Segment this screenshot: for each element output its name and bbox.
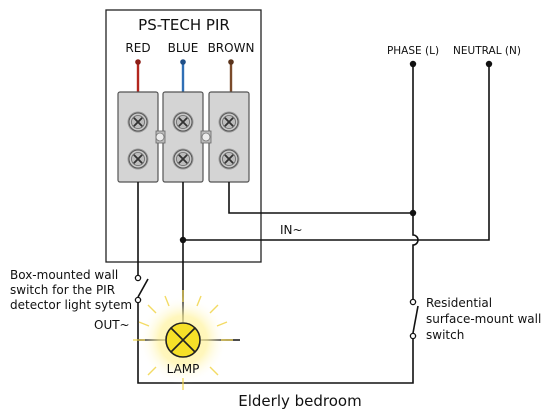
phase-label: PHASE (L)	[387, 45, 439, 57]
lamp-cross	[170, 327, 196, 353]
junction-dot	[409, 209, 417, 217]
phase-wire	[412, 64, 419, 300]
neutral-label: NEUTRAL (N)	[453, 45, 521, 57]
lamp-label: LAMP	[167, 362, 200, 376]
in-label: IN~	[280, 223, 303, 237]
wire-label-red: RED	[125, 41, 150, 55]
out-label: OUT~	[94, 318, 130, 332]
pir-title: PS-TECH PIR	[138, 16, 230, 34]
junction-dot	[179, 236, 187, 244]
switch-icon	[137, 278, 149, 298]
switch-contact	[409, 298, 417, 306]
phase-terminal-dot	[409, 60, 417, 68]
box-switch-label-line2: switch for the PIR	[10, 283, 115, 297]
lamp-rays	[133, 290, 233, 390]
res-switch-label-line1: Residential	[426, 296, 492, 310]
box-switch-label-line3: detector light sytem	[10, 298, 132, 312]
box-switch	[134, 274, 149, 304]
switch-contact	[134, 274, 142, 282]
pir-lead-wires	[135, 59, 234, 92]
screw-terminal-icon	[126, 147, 150, 171]
wire-label-blue: BLUE	[168, 41, 199, 55]
switch-icon	[412, 305, 419, 334]
return-wire	[137, 338, 414, 384]
neutral-wire	[183, 64, 490, 241]
screw-terminal-icon	[217, 110, 241, 134]
room-label: Elderly bedroom	[238, 392, 361, 410]
res-switch-label-line2: surface-mount wall	[426, 312, 541, 326]
terminal-rivet	[201, 132, 211, 142]
screw-terminal-icon	[217, 147, 241, 171]
wire-label-brown: BROWN	[208, 41, 255, 55]
res-switch-label-line3: switch	[426, 328, 464, 342]
brown-to-phase-wire	[228, 182, 413, 214]
screw-terminal-icon	[171, 110, 195, 134]
screw-terminal-icon	[171, 147, 195, 171]
neutral-terminal-dot	[485, 60, 493, 68]
switch-contact	[134, 296, 142, 304]
screw-terminal-icon	[126, 110, 150, 134]
terminal-block	[117, 91, 250, 183]
lamp	[133, 290, 233, 390]
blue-lead-tip	[180, 59, 186, 65]
residential-switch	[409, 298, 419, 340]
box-switch-label-line1: Box-mounted wall	[10, 268, 118, 282]
terminal-rivet	[155, 132, 165, 142]
switch-contact	[409, 332, 417, 340]
red-lead-tip	[135, 59, 141, 65]
brown-lead-tip	[228, 59, 234, 65]
